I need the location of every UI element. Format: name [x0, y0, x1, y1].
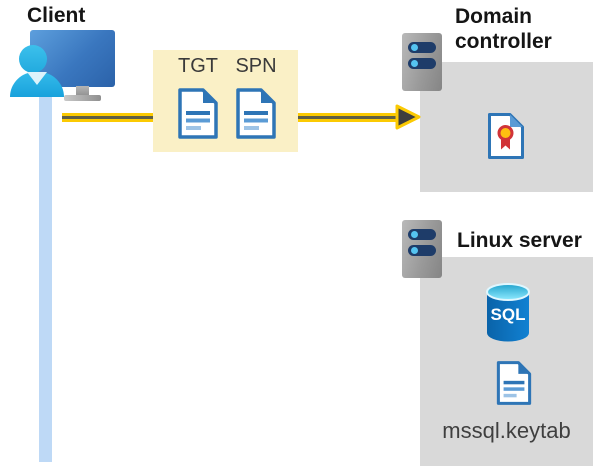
tgt-document-icon [178, 88, 218, 139]
spn-label: SPN [235, 55, 277, 77]
client-vertical-line [39, 91, 52, 462]
linux-server-label: Linux server [457, 229, 582, 252]
person-collar [27, 72, 47, 85]
linux-server-icon [402, 220, 442, 278]
client-label: Client [27, 4, 86, 27]
person-icon [19, 45, 47, 73]
domain-controller-server-icon [402, 33, 442, 91]
tgt-label: TGT [178, 55, 218, 77]
auth-arrow-head-icon [395, 104, 421, 130]
keytab-filename-label: mssql.keytab [442, 418, 571, 443]
domain-controller-label: Domain controller [455, 5, 552, 53]
certificate-icon [488, 113, 524, 159]
monitor-stand-neck [76, 86, 89, 97]
monitor-stand-base [64, 95, 101, 101]
spn-document-icon [236, 88, 276, 139]
sql-database-icon: SQL [486, 283, 530, 342]
keytab-document-icon [496, 361, 532, 405]
sql-badge-text: SQL [491, 305, 526, 324]
